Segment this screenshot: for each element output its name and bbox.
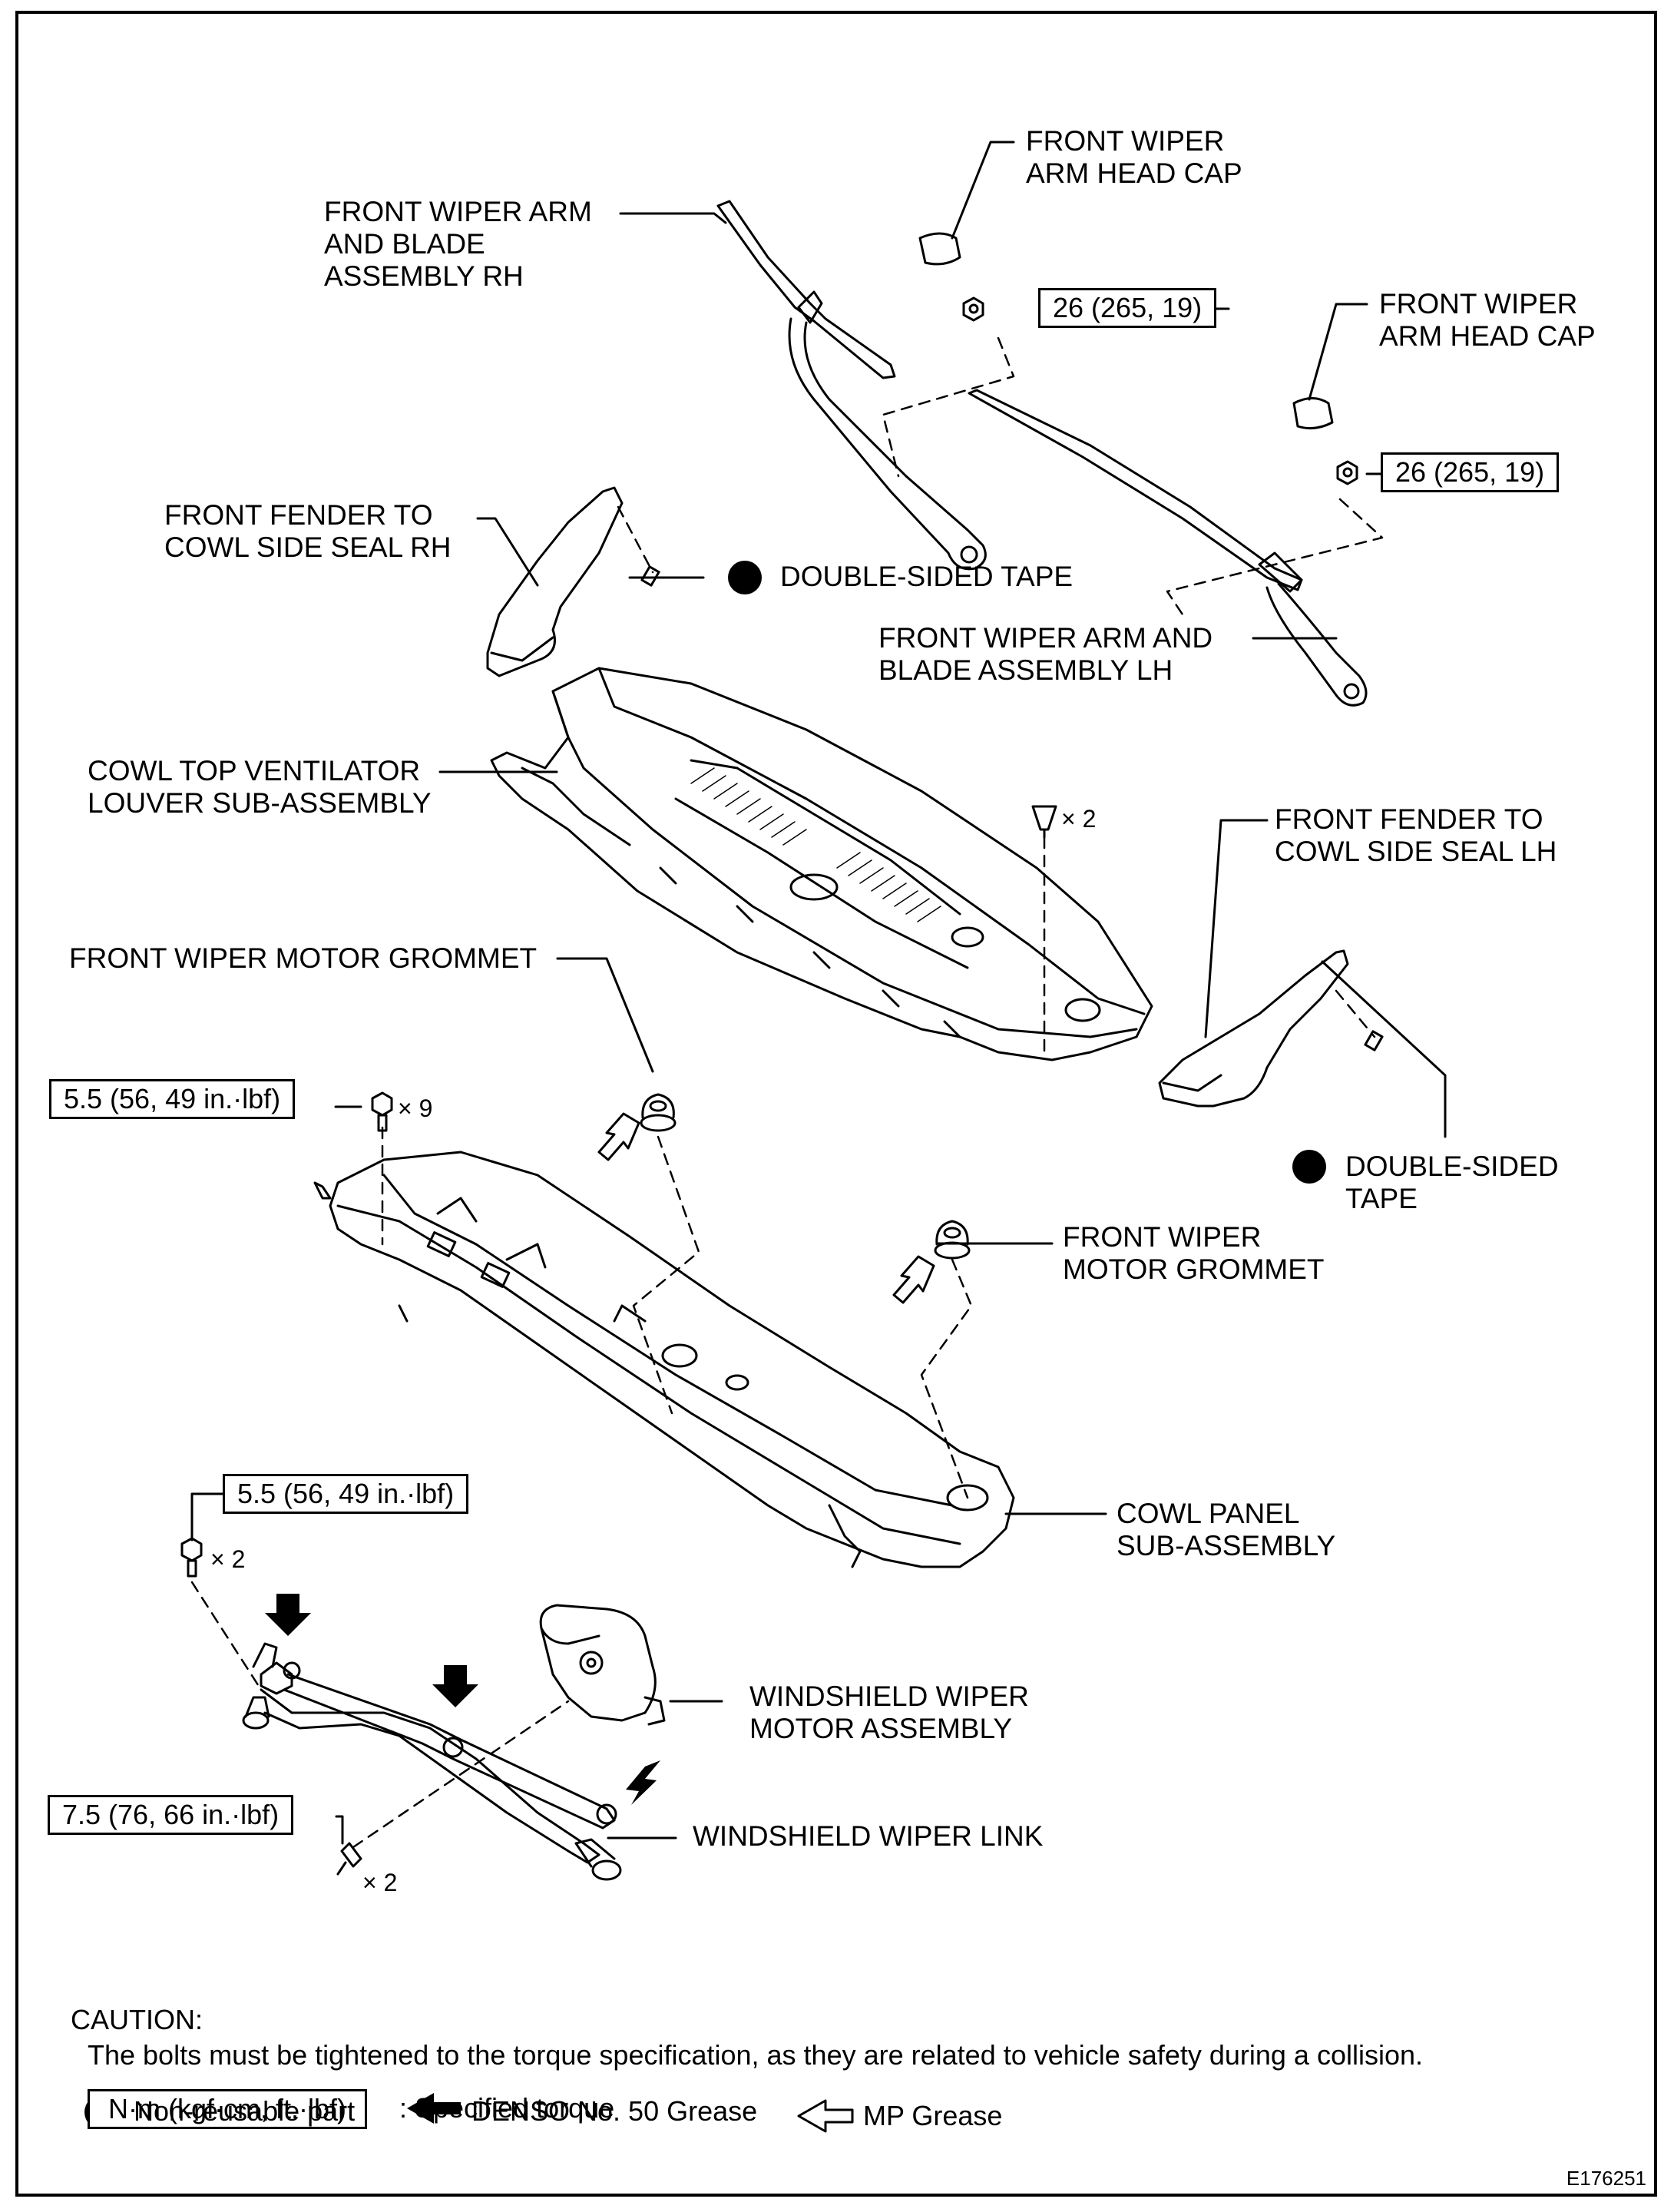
legend-mp: MP Grease <box>863 2100 1003 2131</box>
label-arm-rh: FRONT WIPER ARM AND BLADE ASSEMBLY RH <box>324 196 592 292</box>
torque-box-3: 5.5 (56, 49 in.·lbf) <box>49 1079 296 1119</box>
torque-box-2: 26 (265, 19) <box>1381 452 1560 492</box>
nonreusable-dot-1 <box>728 561 762 594</box>
label-motor: WINDSHIELD WIPER MOTOR ASSEMBLY <box>749 1681 1029 1744</box>
wiper-link <box>242 1642 622 1881</box>
torque-box-5: 7.5 (76, 66 in.·lbf) <box>48 1795 294 1835</box>
legend-torque-box: N·m (kgf·cm, ft.·lbf) <box>88 2089 367 2129</box>
wiper-motor <box>539 1604 666 1726</box>
figure-frame <box>15 11 1657 2197</box>
label-tape-2: DOUBLE-SIDED TAPE <box>1345 1151 1559 1214</box>
label-tape-1: DOUBLE-SIDED TAPE <box>780 561 1074 592</box>
caution-text: The bolts must be tightened to the torqu… <box>88 2039 1424 2071</box>
assembly-dashes <box>190 336 1384 1849</box>
figure-code: E176251 <box>1566 2167 1646 2190</box>
denso-grease-arrows <box>265 1594 660 1805</box>
multiplier-bolt-2a: × 2 <box>210 1545 246 1573</box>
torque-box-4: 5.5 (56, 49 in.·lbf) <box>223 1474 469 1514</box>
label-cowl-panel: COWL PANEL SUB-ASSEMBLY <box>1117 1498 1336 1561</box>
cowl-panel <box>313 1151 1015 1568</box>
multiplier-bolt-9: × 9 <box>398 1094 433 1122</box>
torque-box-1: 26 (265, 19) <box>1038 288 1217 328</box>
multiplier-clip: × 2 <box>1061 805 1097 833</box>
cowl-louver <box>490 667 1153 1061</box>
grommets <box>640 1093 971 1260</box>
bolts <box>180 1091 393 1876</box>
cowl-side-seal-rh <box>486 486 660 677</box>
label-link: WINDSHIELD WIPER LINK <box>693 1820 1044 1852</box>
legend-denso: DENSO No. 50 Grease <box>471 2095 758 2127</box>
label-grommet-2: FRONT WIPER MOTOR GROMMET <box>1063 1221 1325 1285</box>
nuts <box>962 296 1358 485</box>
label-seal-lh: FRONT FENDER TO COWL SIDE SEAL LH <box>1275 803 1557 867</box>
nonreusable-dot-2 <box>1292 1150 1326 1184</box>
head-caps <box>918 232 1334 430</box>
label-seal-rh: FRONT FENDER TO COWL SIDE SEAL RH <box>164 499 452 563</box>
legend-torque-desc: : Specified torque <box>399 2092 615 2124</box>
legend-nonreusable: Non-reusable part <box>134 2095 356 2127</box>
multiplier-bolt-2b: × 2 <box>362 1869 398 1896</box>
label-grommet-1: FRONT WIPER MOTOR GROMMET <box>69 942 538 974</box>
wiper-arm-rh <box>716 200 987 571</box>
louver-vents <box>690 767 941 922</box>
legend-arrows <box>407 2093 854 2133</box>
clip <box>1031 805 1057 839</box>
caution-title: CAUTION: <box>71 2004 203 2035</box>
label-head-cap-rh: FRONT WIPER ARM HEAD CAP <box>1026 125 1242 189</box>
wiper-arm-lh <box>968 389 1368 707</box>
label-arm-lh: FRONT WIPER ARM AND BLADE ASSEMBLY LH <box>878 622 1213 686</box>
label-head-cap-lh: FRONT WIPER ARM HEAD CAP <box>1379 288 1596 352</box>
mp-grease-arrows <box>597 1112 935 1304</box>
label-louver: COWL TOP VENTILATOR LOUVER SUB-ASSEMBLY <box>88 755 432 819</box>
leader-lines <box>190 141 1447 1845</box>
cowl-side-seal-lh <box>1158 949 1384 1108</box>
